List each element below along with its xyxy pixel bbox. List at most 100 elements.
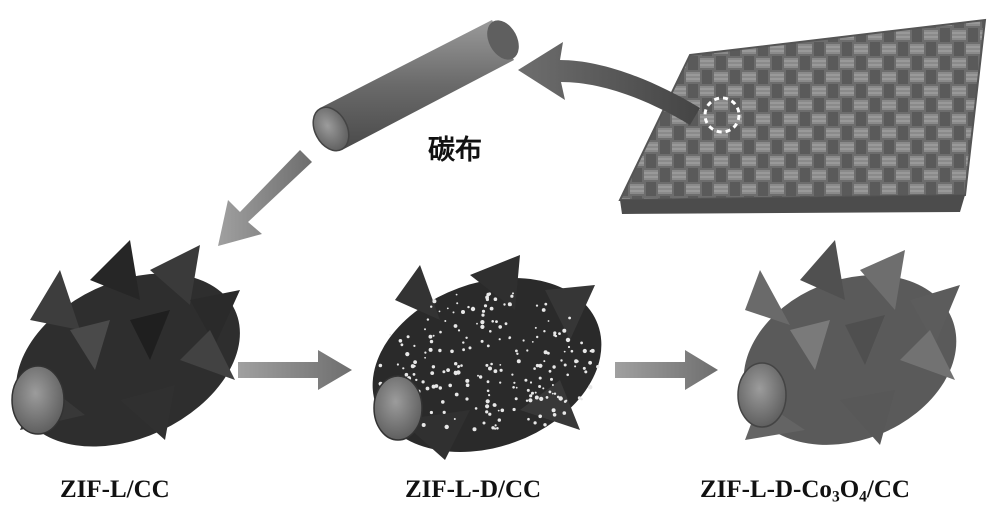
speckle [428,334,433,339]
speckle [428,347,433,352]
speckle [541,308,546,312]
speckle [534,395,539,400]
speckle [432,299,437,304]
speckle [462,341,465,344]
speckle [527,417,530,421]
speckle [474,407,478,410]
speckle [431,384,436,389]
zif-l-cc-caption: ZIF-L/CC [60,476,170,503]
speckle [531,391,534,395]
speckle [534,391,537,394]
speckle [488,412,492,416]
speckle [563,363,567,367]
speckle [499,368,503,372]
speckle [486,380,490,384]
speckle [552,413,557,417]
speckle [461,310,465,314]
speckle [429,339,434,344]
speckle [430,371,435,375]
speckle [413,360,417,364]
speckle [574,365,577,368]
speckle [543,350,548,355]
speckle [486,292,491,297]
zif-l-d-cc-caption: ZIF-L-D/CC [405,476,542,503]
speckle [531,341,534,343]
speckle [536,335,539,339]
speckle [493,403,497,407]
speckle [493,297,498,302]
speckle [553,331,557,335]
speckle [563,350,566,353]
speckle [421,423,426,427]
caption-subscript-4: 4 [859,488,867,506]
speckle [488,366,492,371]
caption-prefix: ZIF-L-D-Co [700,476,832,503]
speckle [580,398,583,401]
speckle [543,330,546,333]
speckle [452,311,455,314]
speckle [488,394,491,397]
speckle [533,367,536,370]
speckle [453,324,458,328]
speckle [486,389,490,393]
speckle [577,396,582,400]
speckle [552,365,556,369]
speckle [413,344,416,347]
speckle [512,386,515,389]
speckle [402,367,405,370]
speckle [543,423,547,427]
speckle [590,348,595,353]
speckle [485,399,490,404]
speckle [563,400,567,403]
speckle [439,330,442,334]
speckle [490,362,493,366]
speckle [524,378,528,382]
speckle [511,373,514,376]
speckle [516,359,521,364]
speckle [500,408,505,413]
speckle [481,313,485,317]
speckle [405,352,410,357]
arrow-zifld-to-co3o4 [615,350,718,390]
speckle [456,370,461,375]
speckle [497,409,500,412]
speckle [582,366,586,370]
speckle [562,411,567,415]
speckle [498,325,503,329]
speckle [378,363,383,368]
speckle [496,427,499,430]
speckle [526,349,529,352]
speckle [478,375,483,379]
speckle [580,341,583,345]
speckle [515,349,518,353]
speckle [513,381,516,384]
speckle [504,322,508,326]
speckle [485,363,489,367]
speckle [415,378,418,382]
speckle [450,349,454,354]
speckle [508,336,512,339]
speckle [404,372,409,377]
caption-suffix: /CC [866,476,910,503]
speckle [398,339,403,343]
speckle [400,343,404,347]
speckle [548,390,552,394]
speckle [565,337,571,343]
speckle [554,334,558,338]
speckle [465,378,470,383]
speckle [482,421,486,425]
speckle [525,399,529,402]
speckle [596,365,600,369]
speckle [588,385,593,390]
speckle [533,421,537,425]
speckle [576,360,579,363]
speckle [465,383,470,388]
speckle [424,328,426,331]
speckle [535,363,540,368]
speckle [432,334,435,337]
speckle [396,363,399,366]
speckle [426,318,430,321]
speckle [545,396,549,399]
speckle [499,364,502,366]
speckle [406,335,410,339]
